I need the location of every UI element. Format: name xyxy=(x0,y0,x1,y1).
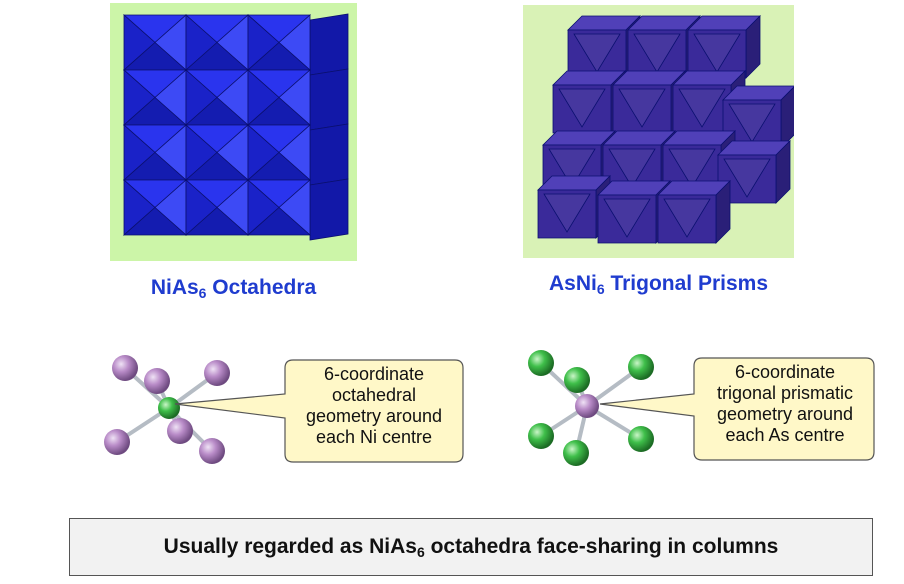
callout-line: geometry around xyxy=(716,404,854,424)
ni-atom xyxy=(528,423,554,449)
trigonal-prismatic-callout-text: 6-coordinate trigonal prismatic geometry… xyxy=(694,362,876,446)
callout-line: trigonal prismatic xyxy=(716,383,854,403)
summary-subscript: 6 xyxy=(416,543,425,560)
as-atom xyxy=(104,429,130,455)
trigonal-prismatic-molecule-model xyxy=(528,350,654,466)
summary-prefix: Usually regarded as NiAs xyxy=(163,534,417,558)
octahedron-side-face xyxy=(309,123,349,186)
prism-triangle-face xyxy=(728,103,776,143)
prism-triangle-face xyxy=(573,33,621,73)
ni-atom xyxy=(563,440,589,466)
ni-atom xyxy=(628,426,654,452)
as-atom xyxy=(204,360,230,386)
octahedron-side-face xyxy=(309,178,349,241)
summary-statement-box: Usually regarded as NiAs6 octahedra face… xyxy=(69,518,873,576)
prism-triangle-face xyxy=(723,158,771,198)
callout-line: each Ni centre xyxy=(315,427,433,447)
callout-line: geometry around xyxy=(305,406,443,426)
trigonal-prismatic-callout-bubble xyxy=(599,357,875,461)
octahedron-face xyxy=(246,206,312,236)
callout-line: 6-coordinate xyxy=(734,362,836,382)
callout-line: 6-coordinate xyxy=(323,364,425,384)
trigonal-prism-caption: AsNi6 Trigonal Prisms xyxy=(523,272,794,297)
octahedron-side-face xyxy=(309,13,349,76)
prism-caption-subscript: 6 xyxy=(596,281,605,297)
octahedron-face xyxy=(122,206,188,236)
octahedra-caption-suffix: Octahedra xyxy=(206,276,317,299)
summary-suffix: octahedra face-sharing in columns xyxy=(424,534,779,558)
prism-triangle-face xyxy=(668,148,716,188)
octahedral-callout-bubble xyxy=(174,359,464,463)
octahedra-caption-prefix: NiAs xyxy=(150,276,199,299)
prism-triangle-face xyxy=(633,33,681,73)
prism-triangle-face xyxy=(618,88,666,128)
prism-triangle-face xyxy=(548,148,596,188)
prism-triangle-face xyxy=(608,148,656,188)
as-atom xyxy=(144,368,170,394)
octahedron-face xyxy=(184,206,250,236)
prism-triangle-face xyxy=(678,88,726,128)
prism-caption-prefix: AsNi xyxy=(548,272,597,295)
as-atom xyxy=(167,418,193,444)
ni-atom xyxy=(528,350,554,376)
octahedron-side-face xyxy=(309,68,349,131)
ni-atom xyxy=(564,367,590,393)
prism-triangle-face xyxy=(693,33,741,73)
octahedra-caption-subscript: 6 xyxy=(198,285,207,301)
octahedra-caption: NiAs6 Octahedra xyxy=(110,276,357,301)
prism-triangle-face xyxy=(543,193,591,233)
trigonal-prism-structure-image xyxy=(523,5,796,258)
octahedra-structure-drawing xyxy=(122,13,349,241)
as-atom xyxy=(199,438,225,464)
ni-atom xyxy=(628,354,654,380)
prism-caption-suffix: Trigonal Prisms xyxy=(604,272,769,295)
octahedral-callout-text: 6-coordinate octahedral geometry around … xyxy=(283,364,465,448)
as-atom-centre xyxy=(575,394,599,418)
prism-triangle-face xyxy=(558,88,606,128)
prism-triangle-face xyxy=(603,198,651,238)
octahedra-structure-image xyxy=(110,3,357,261)
as-atom xyxy=(112,355,138,381)
trigonal-prism-structure-drawing xyxy=(537,15,796,244)
octahedral-molecule-model xyxy=(104,355,230,464)
ni-atom-centre xyxy=(158,397,180,419)
callout-line: octahedral xyxy=(331,385,417,405)
prism-triangle-face xyxy=(663,198,711,238)
callout-line: each As centre xyxy=(725,425,845,445)
